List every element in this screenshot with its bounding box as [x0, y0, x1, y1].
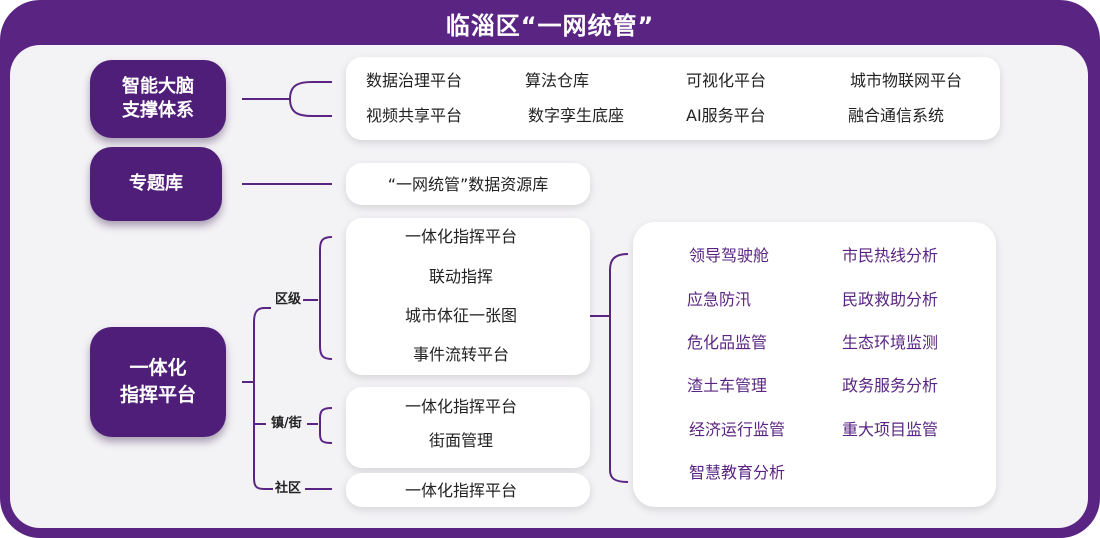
- district-box: [346, 218, 590, 375]
- topic-library-item: “一网统管”数据资源库: [387, 175, 549, 194]
- town-item: 街面管理: [428, 431, 493, 450]
- platform-item: 数字孪生底座: [528, 106, 625, 125]
- connector-command-tree: [253, 307, 273, 490]
- district-item: 一体化指挥平台: [404, 227, 517, 246]
- category-command-line-1: 一体化: [129, 357, 187, 379]
- application-item: 市民热线分析: [842, 246, 939, 265]
- category-topic-library: 专题库: [90, 147, 222, 221]
- application-item: 渣土车管理: [687, 376, 768, 395]
- platform-item: 数据治理平台: [366, 71, 463, 90]
- application-item: 生态环境监测: [842, 333, 939, 352]
- application-item: 领导驾驶舱: [689, 246, 770, 265]
- connector-district: [303, 236, 333, 360]
- application-item: 智慧教育分析: [689, 463, 786, 482]
- community-box: [346, 473, 590, 507]
- platform-item: 融合通信系统: [848, 106, 945, 125]
- application-item: 重大项目监管: [842, 420, 939, 439]
- application-item: 民政救助分析: [842, 290, 939, 309]
- community-item: 一体化指挥平台: [404, 481, 517, 500]
- platform-item: 视频共享平台: [366, 106, 463, 125]
- connector-brain: [242, 81, 332, 117]
- connector-town: [307, 407, 333, 444]
- diagram-title: 临淄区“一网统管”: [445, 12, 655, 40]
- category-topic-label: 专题库: [129, 173, 183, 194]
- category-command-line-2: 指挥平台: [119, 384, 196, 406]
- platform-item: 算法仓库: [525, 71, 590, 90]
- category-integrated-command: 一体化 指挥平台: [90, 327, 226, 437]
- category-brain-line-1: 智能大脑: [122, 76, 194, 97]
- topic-library-box: [346, 163, 590, 205]
- applications-box: [633, 222, 996, 507]
- platform-item: 可视化平台: [686, 71, 767, 90]
- platforms-box: [346, 57, 1000, 140]
- application-item: 应急防汛: [687, 290, 752, 309]
- application-item: 政务服务分析: [842, 376, 939, 395]
- application-item: 危化品监管: [687, 333, 768, 352]
- district-item: 城市体征一张图: [404, 306, 517, 325]
- application-item: 经济运行监管: [689, 420, 786, 439]
- platform-item: AI服务平台: [686, 106, 766, 125]
- level-label-district: 区级: [275, 292, 302, 307]
- category-brain-line-2: 支撑体系: [122, 100, 194, 121]
- platform-item: 城市物联网平台: [850, 71, 963, 90]
- level-label-town: 镇/街: [271, 416, 302, 431]
- category-brain-support: 智能大脑 支撑体系: [90, 60, 226, 138]
- level-label-community: 社区: [275, 481, 302, 496]
- town-box: [346, 387, 590, 468]
- town-item: 一体化指挥平台: [404, 397, 517, 416]
- district-item: 事件流转平台: [412, 345, 509, 364]
- district-item: 联动指挥: [428, 267, 493, 286]
